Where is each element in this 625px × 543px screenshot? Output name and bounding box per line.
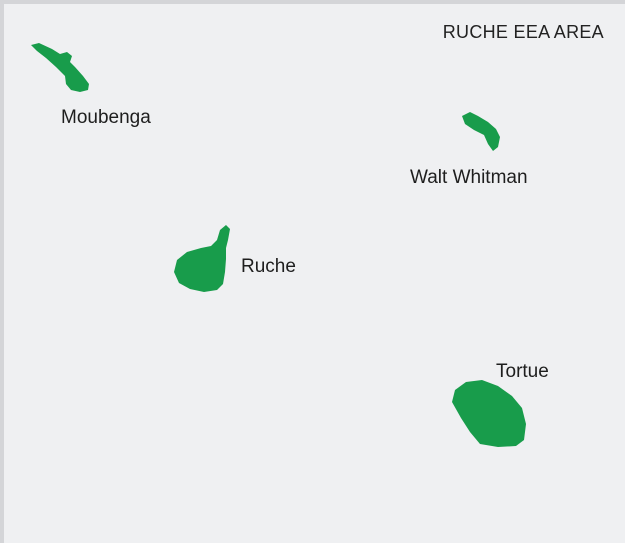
map-canvas[interactable]: RUCHE EEA AREA Moubenga Walt Whitman Ruc… [4,4,625,543]
island-walt-whitman[interactable] [462,112,500,151]
island-label-walt-whitman[interactable]: Walt Whitman [410,167,528,188]
island-moubenga[interactable] [31,43,89,92]
island-tortue[interactable] [452,380,526,447]
island-ruche[interactable] [174,225,230,292]
island-label-tortue[interactable]: Tortue [496,361,549,382]
island-label-moubenga[interactable]: Moubenga [61,107,151,128]
islands-layer [31,43,526,447]
island-label-ruche[interactable]: Ruche [241,256,296,277]
map-title: RUCHE EEA AREA [442,22,604,42]
